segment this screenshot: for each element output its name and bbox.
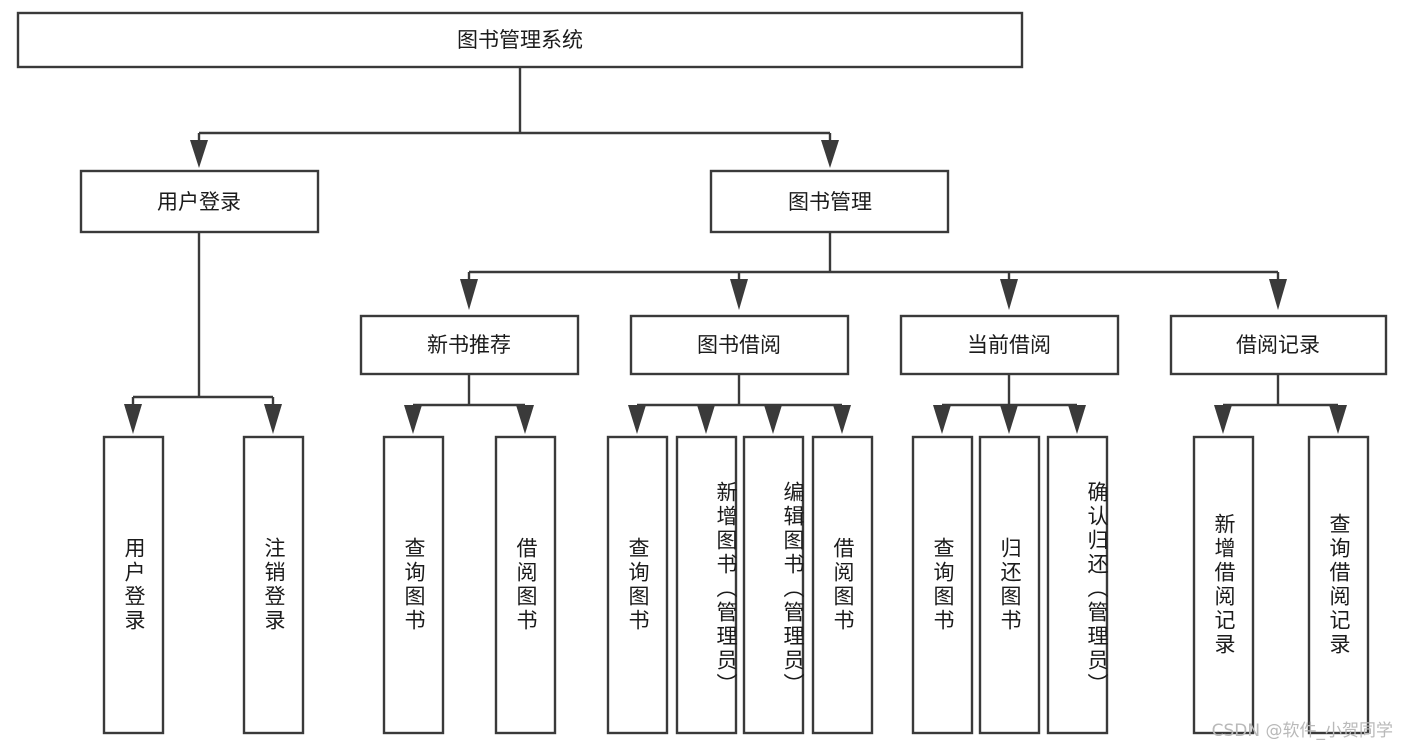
arrow-book-mgmt-to-records: [1269, 279, 1287, 310]
leaf-box-current-borrow-3[interactable]: [1046, 435, 1109, 735]
leaf-box-new-book-1[interactable]: [382, 435, 445, 735]
node-book-management-box[interactable]: [709, 169, 950, 234]
arrow-current-borrow-leaf-3: [1068, 405, 1086, 434]
arrow-current-borrow-leaf-1: [933, 405, 951, 434]
leaf-box-new-book-2[interactable]: [494, 435, 557, 735]
node-current-borrow-label: 当前借阅: [967, 333, 1051, 357]
node-book-borrow-box[interactable]: [629, 314, 850, 376]
leaf-box-current-borrow-1[interactable]: [911, 435, 974, 735]
arrow-book-borrow-leaf-2: [697, 405, 715, 434]
node-new-book-label: 新书推荐: [427, 333, 511, 357]
arrow-root-to-book-mgmt: [821, 140, 839, 168]
arrow-user-login-leaf-2: [264, 404, 282, 434]
leaf-box-book-borrow-2[interactable]: [675, 435, 738, 735]
node-borrow-records-box[interactable]: [1169, 314, 1388, 376]
leaf-box-book-borrow-1[interactable]: [606, 435, 669, 735]
leaf-box-user-login-2[interactable]: [242, 435, 305, 735]
arrow-new-book-leaf-1: [404, 405, 422, 434]
node-new-book-box[interactable]: [359, 314, 580, 376]
arrow-root-to-user-login: [190, 140, 208, 168]
leaf-box-user-login-1[interactable]: [102, 435, 165, 735]
arrow-book-borrow-leaf-1: [628, 405, 646, 434]
arrow-user-login-leaf-1: [124, 404, 142, 434]
node-borrow-records-label: 借阅记录: [1236, 333, 1320, 357]
arrow-book-mgmt-to-borrow: [730, 279, 748, 310]
node-root-box[interactable]: [16, 11, 1024, 69]
csdn-watermark: CSDN @软件_小贺同学: [1211, 721, 1393, 741]
leaf-box-borrow-records-2[interactable]: [1307, 435, 1370, 735]
arrow-borrow-records-leaf-1: [1214, 405, 1232, 434]
arrow-current-borrow-leaf-2: [1000, 405, 1018, 434]
arrow-new-book-leaf-2: [516, 405, 534, 434]
leaf-box-book-borrow-3[interactable]: [742, 435, 805, 735]
node-current-borrow-box[interactable]: [899, 314, 1120, 376]
arrow-borrow-records-leaf-2: [1329, 405, 1347, 434]
node-book-management-label: 图书管理: [788, 190, 872, 214]
node-root-label: 图书管理系统: [457, 28, 583, 52]
leaf-box-current-borrow-2[interactable]: [978, 435, 1041, 735]
arrow-book-mgmt-to-current: [1000, 279, 1018, 310]
node-user-login-label: 用户登录: [157, 190, 241, 214]
node-book-borrow-label: 图书借阅: [697, 333, 781, 357]
arrow-book-borrow-leaf-3: [764, 405, 782, 434]
arrow-book-borrow-leaf-4: [833, 405, 851, 434]
leaf-box-book-borrow-4[interactable]: [811, 435, 874, 735]
leaf-box-borrow-records-1[interactable]: [1192, 435, 1255, 735]
arrow-book-mgmt-to-new-book: [460, 279, 478, 310]
